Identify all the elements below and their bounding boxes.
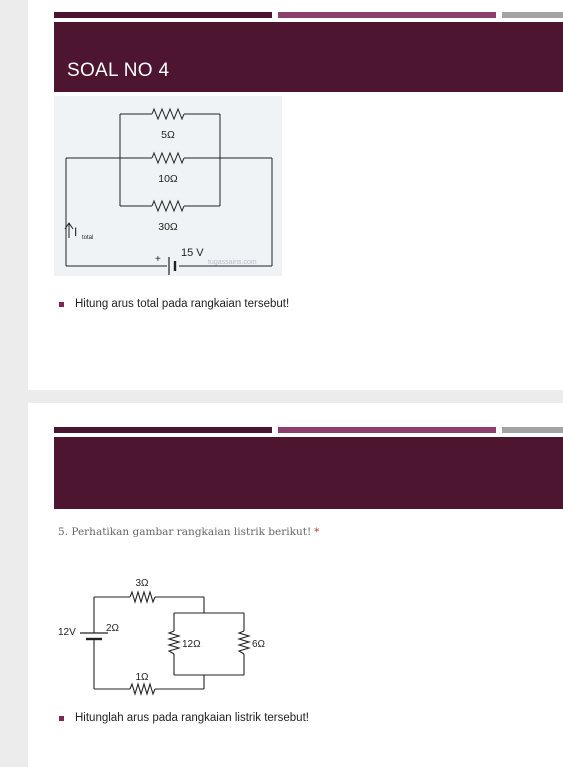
slide-5: 5. Perhatikan gambar rangkaian listrik b…	[28, 403, 563, 767]
resistor-label-3: 3Ω	[135, 578, 149, 589]
current-symbol: I	[74, 225, 77, 239]
current-subscript: total	[82, 235, 93, 241]
question-bullet: Hitung arus total pada rangkaian tersebu…	[59, 298, 289, 310]
title-banner	[54, 437, 563, 509]
resistor-label-30: 30Ω	[158, 221, 178, 233]
required-mark: *	[314, 526, 320, 538]
stripe-mid	[278, 427, 496, 433]
source-voltage: 15 V	[181, 247, 204, 259]
circuit-figure-parallel: 5Ω 10Ω 30Ω I total + 15 V tugassains.com	[54, 96, 282, 276]
circuit-figure-mixed: 3Ω 12V 2Ω 12Ω 6Ω 1Ω	[54, 569, 284, 709]
mixed-circuit-diagram: 3Ω 12V 2Ω 12Ω 6Ω 1Ω	[58, 578, 266, 696]
question-label: 5. Perhatikan gambar rangkaian listrik b…	[58, 526, 312, 538]
stripe-grey	[502, 427, 563, 433]
resistor-label-5: 5Ω	[161, 129, 175, 141]
title-banner: SOAL NO 4	[54, 22, 563, 92]
slide-4: SOAL NO 4	[28, 0, 563, 390]
question-bullet: Hitunglah arus pada rangkaian listrik te…	[59, 712, 309, 724]
resistor-label-6: 6Ω	[252, 639, 266, 650]
voltage-label: 12V	[58, 627, 76, 638]
resistor-label-1: 1Ω	[135, 672, 149, 683]
stripe-mid	[278, 12, 496, 18]
bullet-text: Hitunglah arus pada rangkaian listrik te…	[75, 712, 309, 724]
parallel-circuit-diagram: 5Ω 10Ω 30Ω I total + 15 V tugassains.com	[64, 107, 273, 275]
internal-resistance-label: 2Ω	[106, 623, 120, 634]
battery-plus: +	[155, 254, 161, 265]
stripe-dark	[54, 12, 272, 18]
bullet-marker	[59, 715, 64, 721]
resistor-label-10: 10Ω	[158, 173, 178, 185]
bullet-marker	[59, 301, 64, 307]
resistor-label-12: 12Ω	[182, 639, 201, 650]
header-stripes	[54, 427, 563, 433]
question-text: 5. Perhatikan gambar rangkaian listrik b…	[58, 526, 319, 538]
stripe-grey	[502, 12, 563, 18]
slide-title: SOAL NO 4	[67, 60, 170, 81]
watermark: tugassains.com	[208, 259, 257, 266]
header-stripes	[54, 12, 563, 18]
bullet-text: Hitung arus total pada rangkaian tersebu…	[75, 298, 290, 310]
stripe-dark	[54, 427, 272, 433]
